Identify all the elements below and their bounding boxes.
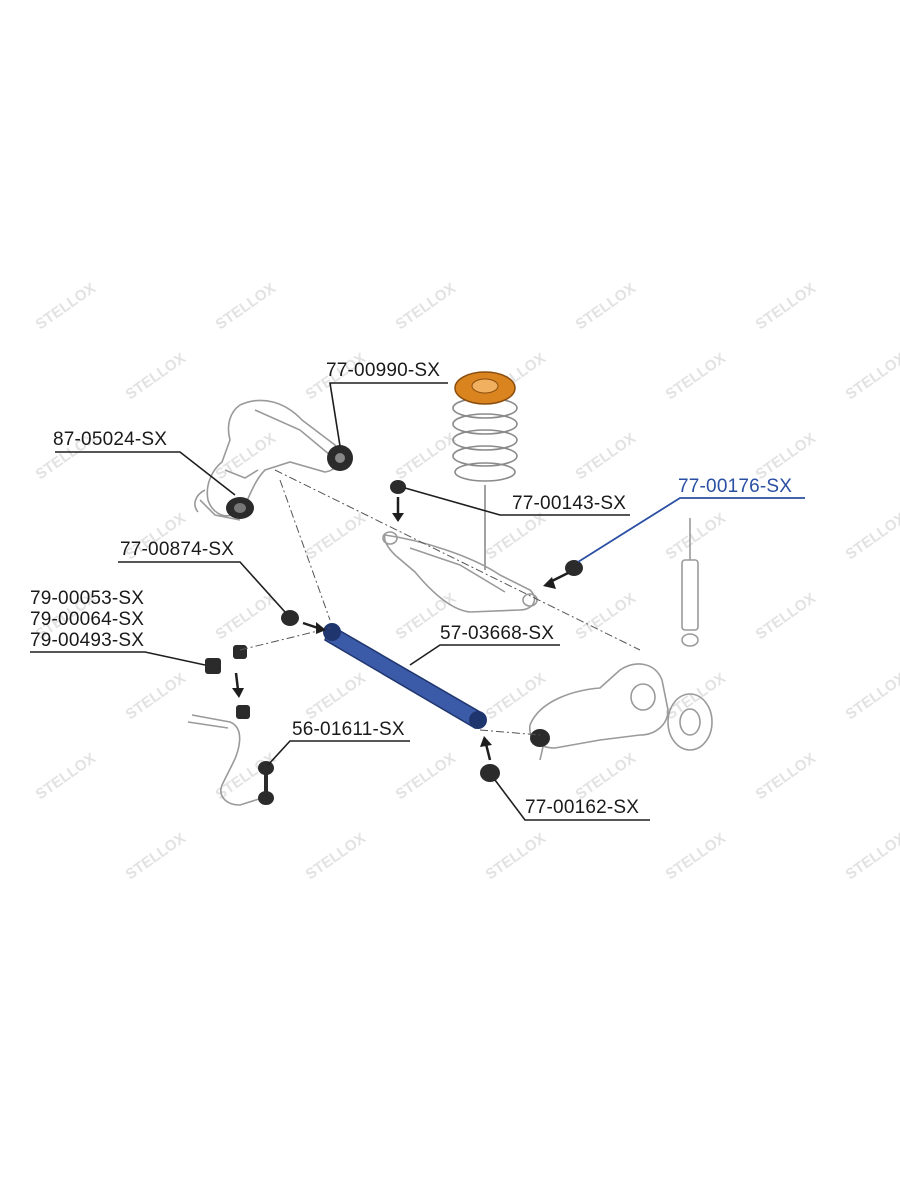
arrow-down-icon xyxy=(232,688,244,698)
knuckle-bushing xyxy=(530,729,550,747)
watermark-text: STELLOX xyxy=(213,590,279,644)
subframe xyxy=(194,399,340,521)
assembly-lines xyxy=(239,469,641,736)
stabilizer-bar xyxy=(187,714,263,806)
label-79-00064-sx: 79-00064-SX xyxy=(30,609,145,630)
label-77-00874-sx: 77-00874-SX xyxy=(120,539,235,560)
watermark-text: STELLOX xyxy=(123,670,189,724)
watermark-text: STELLOX xyxy=(843,670,900,724)
watermark-text: STELLOX xyxy=(843,830,900,884)
watermark-text: STELLOX xyxy=(393,430,459,484)
watermark-text: STELLOX xyxy=(303,670,369,724)
watermark-text: STELLOX xyxy=(753,280,819,334)
leader-lines xyxy=(30,382,650,821)
watermark-text: STELLOX xyxy=(33,750,99,804)
label-77-00143-sx: 77-00143-SX xyxy=(512,493,627,514)
watermark-text: STELLOX xyxy=(213,430,279,484)
link-bushing-inner-part xyxy=(281,610,299,626)
stabilizer-link-part xyxy=(258,761,274,805)
arrow-right-icon xyxy=(316,622,326,634)
label-77-00176-sx[interactable]: 77-00176-SX xyxy=(678,476,793,497)
spring-seat xyxy=(454,371,516,405)
arrows xyxy=(232,497,569,761)
watermark-text: STELLOX xyxy=(663,350,729,404)
arrow-down-icon xyxy=(392,513,404,522)
lower-link xyxy=(323,623,487,730)
upper-control-arm xyxy=(382,531,538,613)
watermark-text: STELLOX xyxy=(213,280,279,334)
label-87-05024-sx: 87-05024-SX xyxy=(53,429,168,450)
watermark-text: STELLOX xyxy=(573,750,639,804)
watermark-layer: STELLOX STELLOX STELLOX STELLOX STELLOX STELL… xyxy=(33,280,900,884)
watermark-text: STELLOX xyxy=(663,830,729,884)
watermark-text: STELLOX xyxy=(303,510,369,564)
arrow-left-icon xyxy=(543,577,556,589)
spring-pad-bushing xyxy=(327,445,353,471)
upper-arm-bushing-part xyxy=(390,480,406,494)
wheel-knuckle xyxy=(529,663,713,761)
label-77-00990-sx: 77-00990-SX xyxy=(326,360,441,381)
watermark-text: STELLOX xyxy=(123,830,189,884)
label-79-00053-sx: 79-00053-SX xyxy=(30,588,145,609)
watermark-text: STELLOX xyxy=(573,430,639,484)
watermark-text: STELLOX xyxy=(573,280,639,334)
watermark-text: STELLOX xyxy=(843,350,900,404)
label-79-00493-sx: 79-00493-SX xyxy=(30,630,145,651)
stabilizer-bushings xyxy=(205,645,250,719)
label-77-00162-sx: 77-00162-SX xyxy=(525,797,640,818)
watermark-text: STELLOX xyxy=(843,510,900,564)
label-57-03668-sx: 57-03668-SX xyxy=(440,623,555,644)
watermark-text: STELLOX xyxy=(123,350,189,404)
watermark-text: STELLOX xyxy=(663,670,729,724)
shock-bushing-part xyxy=(565,560,583,576)
label-56-01611-sx: 56-01611-SX xyxy=(292,719,405,740)
watermark-text: STELLOX xyxy=(663,510,729,564)
watermark-text: STELLOX xyxy=(483,510,549,564)
watermark-text: STELLOX xyxy=(753,590,819,644)
highlight-leader-line xyxy=(577,497,805,563)
watermark-text: STELLOX xyxy=(483,670,549,724)
watermark-text: STELLOX xyxy=(483,830,549,884)
watermark-text: STELLOX xyxy=(753,750,819,804)
shock-absorber xyxy=(681,518,699,647)
subframe-mount-bushing xyxy=(226,497,254,519)
watermark-text: STELLOX xyxy=(573,590,639,644)
arrow-up-icon xyxy=(480,736,492,747)
watermark-text: STELLOX xyxy=(303,830,369,884)
watermark-text: STELLOX xyxy=(33,280,99,334)
watermark-text: STELLOX xyxy=(393,280,459,334)
watermark-text: STELLOX xyxy=(393,750,459,804)
link-bushing-outer-part xyxy=(480,764,500,782)
